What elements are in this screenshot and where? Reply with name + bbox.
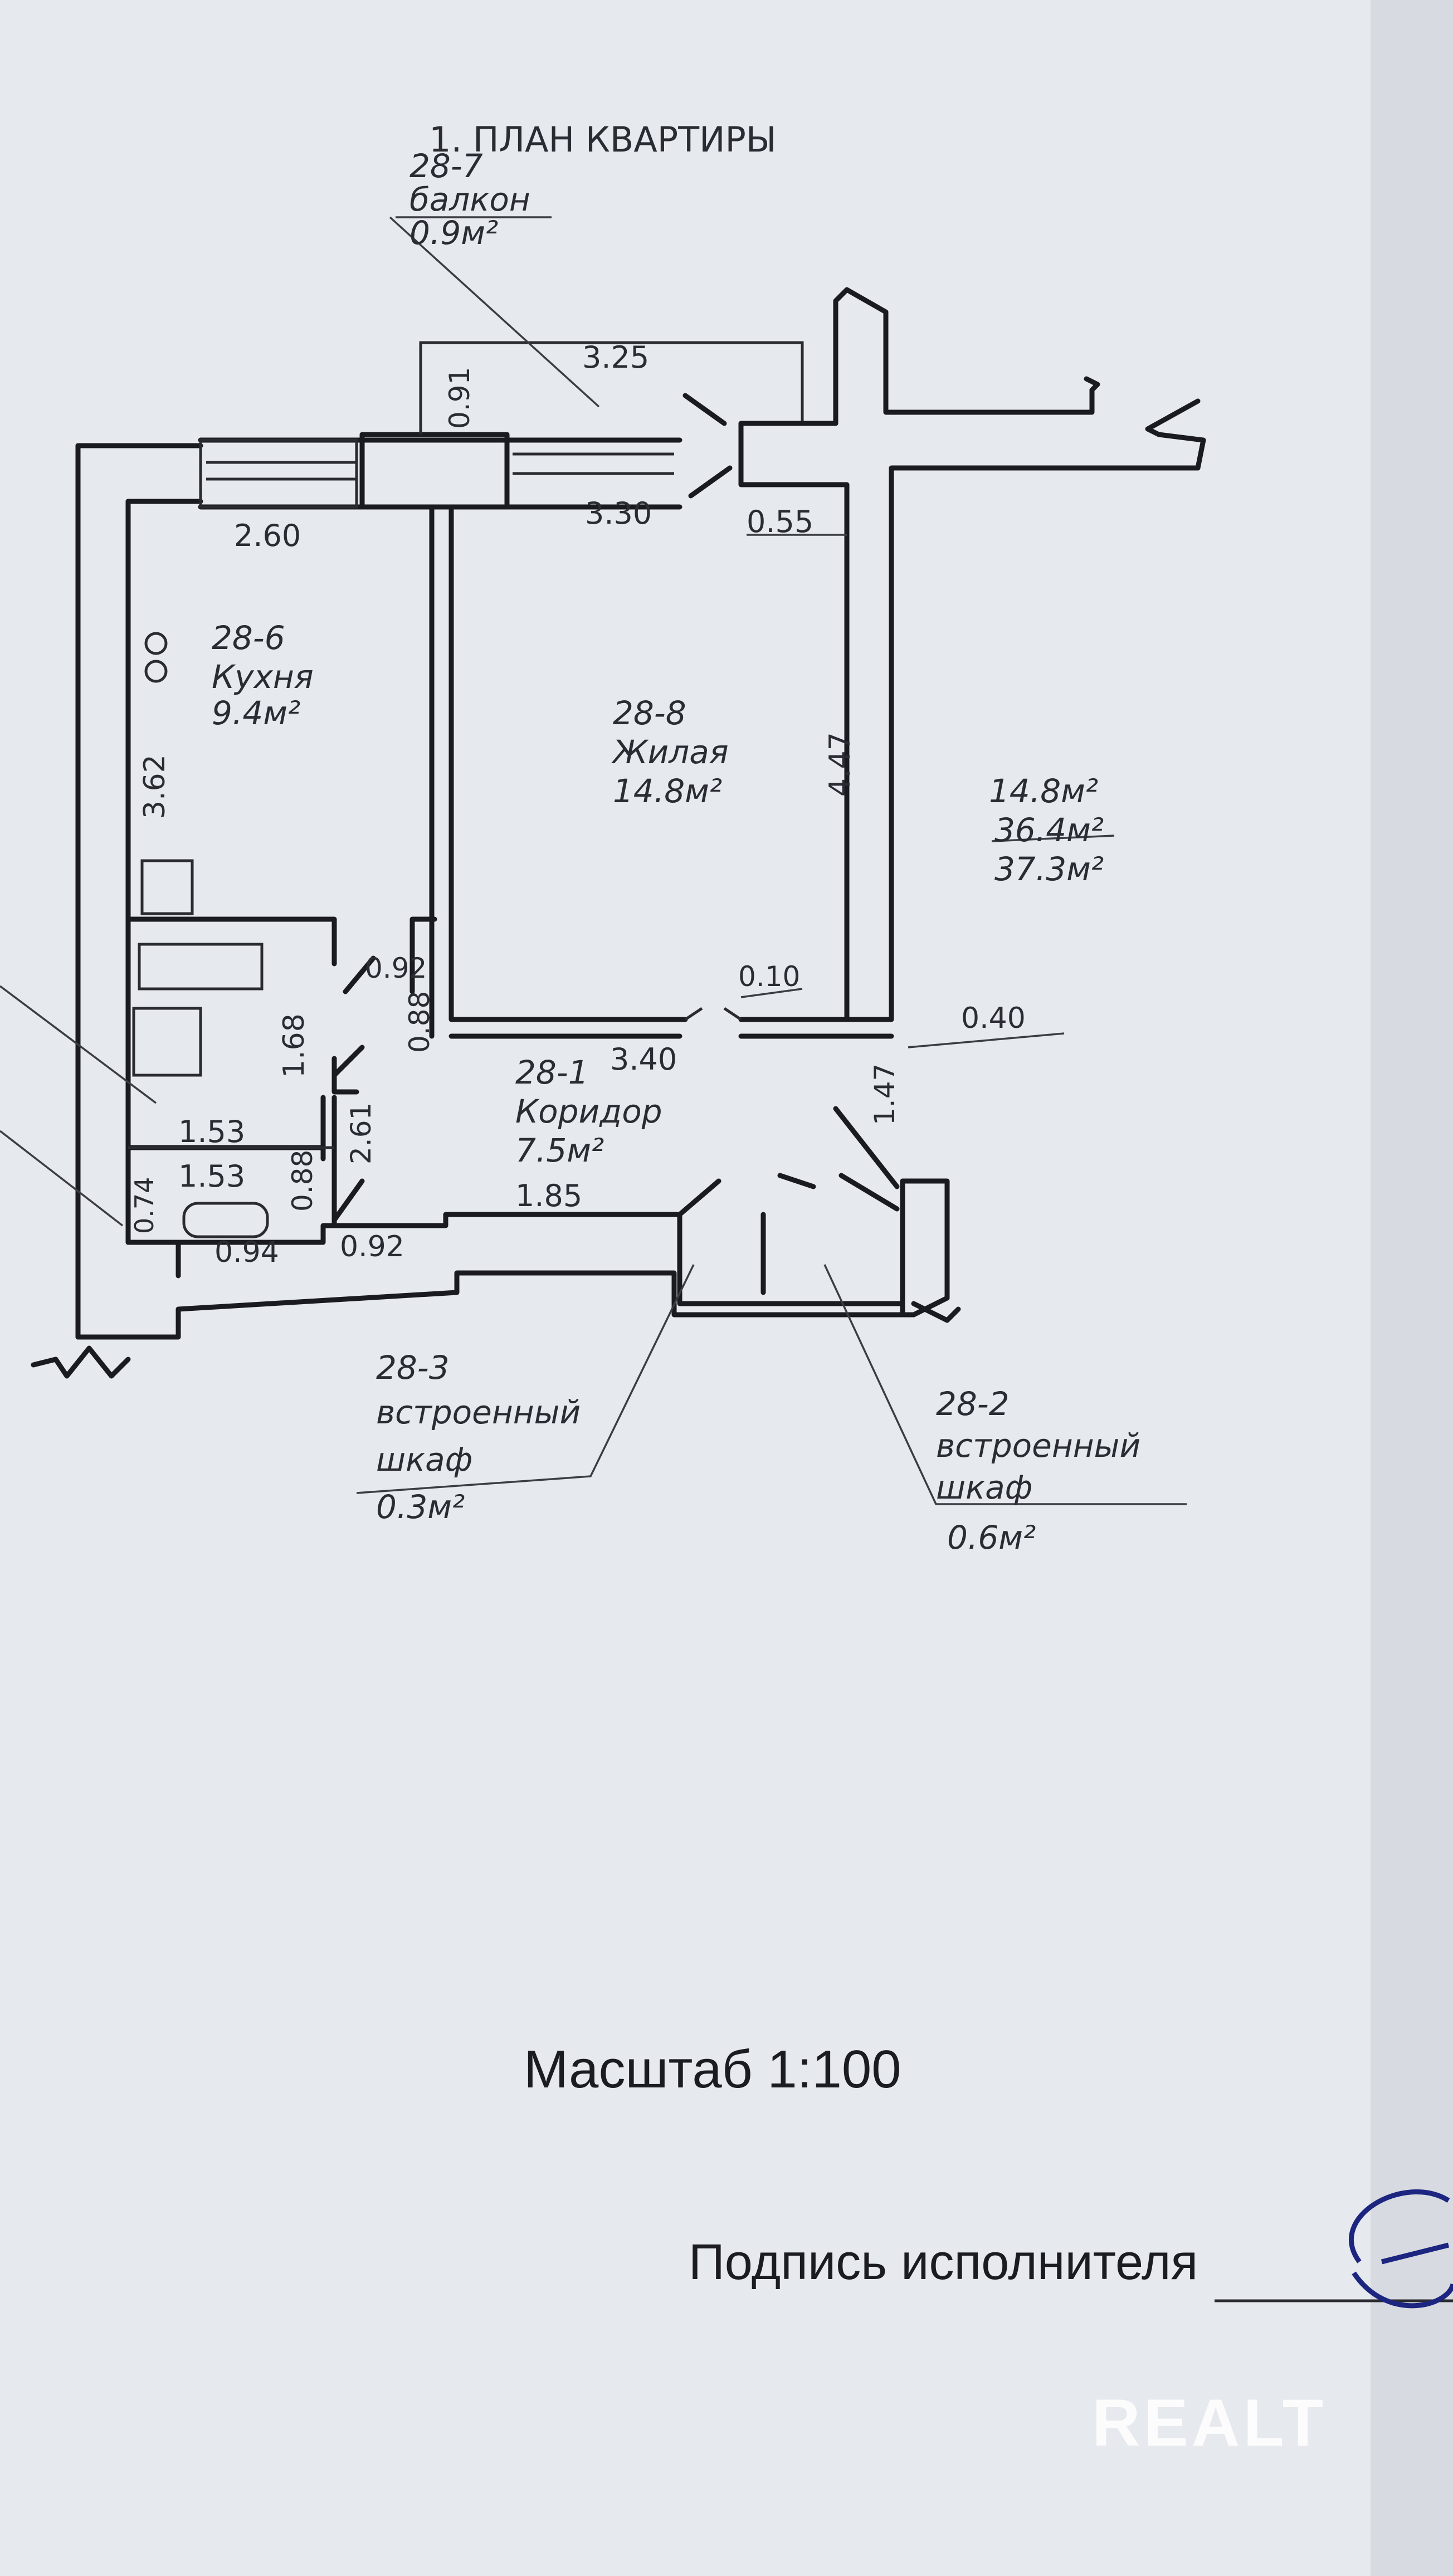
dim-0-88-bottom: 0.88 <box>286 1150 319 1212</box>
living-door <box>684 1007 742 1021</box>
right-break-mark <box>1084 376 1206 471</box>
dim-2-60: 2.60 <box>234 518 301 553</box>
dim-0-88-top: 0.88 <box>403 991 436 1053</box>
signature-scribble <box>1349 2189 1453 2309</box>
dim-3-62: 3.62 <box>138 754 172 819</box>
total-area: 36.4м² <box>994 811 1104 849</box>
balcony-outline <box>419 341 804 435</box>
washbasin-icon <box>132 1007 202 1077</box>
kitchen-sink-icon <box>140 859 194 915</box>
bottom-wall-inner <box>125 1212 905 1306</box>
closet-2-area: 0.6м² <box>947 1519 1036 1557</box>
left-wall <box>75 443 131 1340</box>
kitchen-area: 9.4м² <box>212 694 300 732</box>
dim-0-40-leader <box>908 1032 1065 1048</box>
dim-0-10-leader <box>740 988 803 998</box>
dim-0-91: 0.91 <box>443 367 476 429</box>
walls <box>31 287 1206 1379</box>
closet-2-walls <box>900 1178 950 1318</box>
dim-4-47: 4.47 <box>823 732 857 797</box>
dimensions: 3.25 0.91 2.60 3.30 0.55 3.62 4.47 0.92 … <box>129 340 1026 1269</box>
fixtures <box>128 632 334 1238</box>
paper-edge-shadow <box>1371 0 1453 2576</box>
kitchen-door-leaf <box>343 955 376 994</box>
dim-3-30: 3.30 <box>585 496 652 531</box>
wc-door <box>331 1178 365 1223</box>
living-name: Жилая <box>611 733 729 771</box>
kitchen-number: 28-6 <box>212 619 285 657</box>
leader-lines <box>0 216 1187 1505</box>
totals-leader <box>991 835 1115 842</box>
closet-3-number: 28-3 <box>376 1349 450 1387</box>
closet-3-leader <box>356 1264 695 1494</box>
corridor-name: Коридор <box>515 1092 662 1130</box>
signature-label: Подпись исполнителя <box>689 2235 1198 2290</box>
closet-2-door <box>833 1106 900 1212</box>
corridor-area: 7.5м² <box>515 1131 604 1169</box>
living-bottom-wall <box>738 1017 894 1039</box>
dim-0-40: 0.40 <box>961 1002 1026 1035</box>
closet-3-walls <box>677 1173 816 1295</box>
closet-2-name-line1: встроенный <box>936 1427 1140 1465</box>
bath-door <box>331 1056 359 1095</box>
dim-1-53-lower: 1.53 <box>178 1159 245 1194</box>
closet-3-name-line2: шкаф <box>376 1441 472 1479</box>
living-partition <box>429 504 688 1039</box>
stove-burner-icon <box>144 632 168 655</box>
balcony-area: 0.9м² <box>409 214 498 252</box>
wall-pier <box>359 432 510 510</box>
dim-0-92-top: 0.92 <box>365 952 427 984</box>
bottom-wall-outer <box>75 1270 916 1340</box>
stove-burner-icon <box>144 660 168 683</box>
kitchen-name: Кухня <box>212 658 314 696</box>
dim-1-53-upper: 1.53 <box>178 1114 245 1149</box>
watermark-logo: REALT <box>1092 2385 1327 2460</box>
dim-2-61: 2.61 <box>345 1102 377 1164</box>
scale-label: Масштаб 1:100 <box>524 2040 901 2099</box>
balcony-leader <box>389 216 600 408</box>
bath-top-wall <box>125 916 337 967</box>
balcony-door-leaves <box>682 393 733 499</box>
dim-1-68: 1.68 <box>277 1013 311 1078</box>
bathtub-icon <box>138 943 264 991</box>
corridor-number: 28-1 <box>515 1053 589 1091</box>
kitchen-door-jamb <box>409 916 437 994</box>
closet-2-leader <box>823 1264 1187 1505</box>
closet-3-name-line1: встроенный <box>376 1393 581 1431</box>
left-leaders <box>0 985 157 1227</box>
window-kitchen <box>199 438 358 509</box>
living-area: 14.8м² <box>613 772 722 810</box>
dim-0-92-bottom: 0.92 <box>340 1230 404 1263</box>
balcony-number: 28-7 <box>409 147 483 185</box>
total-area-with-balcony: 37.3м² <box>994 850 1104 888</box>
dim-1-47: 1.47 <box>869 1063 901 1125</box>
wc-right-wall <box>331 1045 365 1228</box>
closet-2-break <box>911 1301 961 1323</box>
dim-0-94: 0.94 <box>214 1236 279 1269</box>
living-number: 28-8 <box>613 694 686 732</box>
closet-2-name-line2: шкаф <box>936 1468 1032 1506</box>
closet-3-area: 0.3м² <box>376 1488 465 1526</box>
left-wall-top <box>75 443 203 504</box>
total-living-area: 14.8м² <box>989 772 1098 810</box>
dim-0-10: 0.10 <box>738 960 800 993</box>
dim-0-74: 0.74 <box>129 1177 159 1234</box>
dim-1-85: 1.85 <box>515 1178 582 1213</box>
balcony-name: балкон <box>409 180 530 218</box>
dim-3-40: 3.40 <box>610 1042 677 1077</box>
toilet-icon <box>182 1202 269 1238</box>
window-lines <box>206 452 674 481</box>
dim-3-25: 3.25 <box>582 340 649 375</box>
break-mark-left <box>31 1345 131 1379</box>
dim-0-55: 0.55 <box>747 504 813 539</box>
closet-2-number: 28-2 <box>936 1385 1010 1423</box>
plan-title: 1. ПЛАН КВАРТИРЫ <box>429 119 777 160</box>
